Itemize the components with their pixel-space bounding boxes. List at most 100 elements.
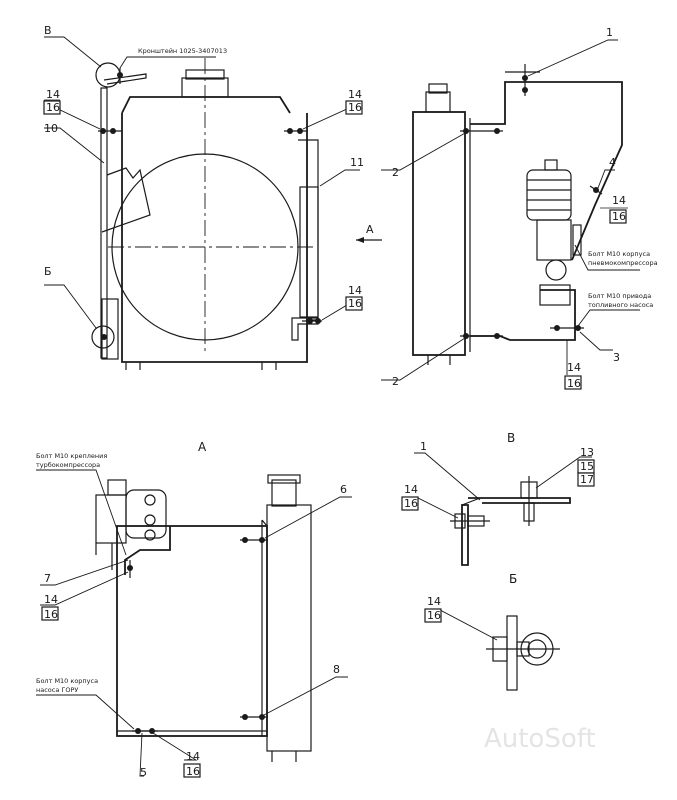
- watermark: AutoSoft: [484, 724, 596, 754]
- leader-14-16-f: [40, 571, 129, 606]
- leader-4: [597, 169, 615, 189]
- leader-v-1: [414, 452, 481, 501]
- leader-7: [40, 559, 129, 586]
- view-v-16-box: [401, 496, 419, 511]
- view-v-label-17: 17: [580, 473, 594, 486]
- shield-item-10: [101, 167, 151, 233]
- view-a-16-f: 16: [44, 608, 58, 621]
- leader-11: [319, 169, 360, 187]
- label-a-arrow: А: [366, 223, 374, 236]
- view-a-bolt-6: [240, 537, 268, 543]
- view-a-16-g-box: [183, 763, 201, 778]
- view-a-right-tank: [266, 504, 312, 752]
- front-14-c: 14: [348, 284, 362, 297]
- side-16-e-box: [564, 375, 582, 390]
- left-bracket-top: [103, 73, 147, 85]
- label-2a: 2: [392, 166, 399, 179]
- side-bolt-lower: [550, 325, 584, 331]
- note-gor-l2: насоса ГОРУ: [36, 686, 78, 694]
- view-a-bolt-7: [127, 560, 133, 578]
- side-view: [381, 39, 640, 381]
- leader-8: [263, 676, 348, 716]
- turbocharger: [95, 479, 167, 570]
- side-16-d-box: [609, 209, 627, 224]
- label-8: 8: [333, 663, 340, 676]
- side-16-e: 16: [567, 377, 581, 390]
- label-7: 7: [44, 572, 51, 585]
- label-4: 4: [609, 156, 616, 169]
- leader-bracket-note: [119, 56, 216, 69]
- leader-5: [139, 732, 144, 777]
- view-v-label-1: 1: [420, 440, 427, 453]
- side-radiator-core: [412, 111, 466, 356]
- leader-v-main: [44, 36, 102, 68]
- front-16-a: 16: [46, 101, 60, 114]
- front-14-b: 14: [348, 88, 362, 101]
- side-14-d: 14: [612, 194, 626, 207]
- view-a-upper-bracket: [124, 526, 171, 575]
- view-a-16-f-box: [41, 606, 59, 621]
- view-b-label-14: 14: [427, 595, 441, 608]
- leader-1: [527, 39, 618, 77]
- label-v-main: В: [44, 24, 52, 37]
- label-5: 5: [140, 766, 147, 779]
- view-a-14-f: 14: [44, 593, 58, 606]
- front-16-b-box: [345, 100, 363, 115]
- view-v-bracket: [461, 504, 469, 566]
- leader-note-fuelpump: [577, 309, 640, 327]
- side-bolt-right: [589, 185, 603, 195]
- front-16-c: 16: [348, 297, 362, 310]
- label-11: 11: [350, 156, 364, 169]
- side-bolt-top-2: [522, 64, 528, 96]
- leader-6: [264, 496, 352, 539]
- leader-14-16-g: [152, 732, 198, 761]
- right-shield-inner: [299, 186, 319, 318]
- left-side-shield: [100, 87, 108, 359]
- view-v-detail: [404, 452, 592, 566]
- bracket-note: Кронштейн 1025-3407013: [138, 47, 227, 55]
- label-3: 3: [613, 351, 620, 364]
- front-radiator-foot-left: [125, 362, 141, 370]
- detail-b-circle: [91, 325, 115, 349]
- note-turbo-l1: Болт М10 крепления: [36, 452, 107, 460]
- side-16-d: 16: [612, 210, 626, 223]
- front-bolt-top-right: [284, 128, 308, 134]
- side-lower-block: [539, 284, 571, 306]
- leader-3: [579, 331, 613, 351]
- front-radiator-foot-right: [261, 362, 277, 370]
- side-upper-bracket: [470, 81, 623, 261]
- view-a-bottom-fitting: [271, 751, 297, 762]
- side-bolt-bottom-1: [460, 333, 503, 339]
- view-v-label-16: 16: [404, 497, 418, 510]
- view-b-detail: [425, 609, 560, 691]
- front-bolt-lower-left: [101, 334, 107, 340]
- label-6: 6: [340, 483, 347, 496]
- note-fuelpump-l1: Болт М10 привода: [588, 292, 651, 300]
- view-v-17-box: [577, 472, 595, 487]
- note-compressor-l1: Болт М10 корпуса: [588, 250, 650, 258]
- front-bolt-bracket-top: [117, 68, 123, 84]
- front-14-a: 14: [46, 88, 60, 101]
- view-a-radiator: [116, 525, 268, 737]
- view-v-angle: [461, 497, 481, 506]
- view-b-label-16: 16: [427, 609, 441, 622]
- note-compressor-l2: пневмокомпрессора: [588, 259, 658, 267]
- front-view: [44, 36, 361, 370]
- leader-gor-note: [36, 694, 135, 730]
- side-bolt-top-1: [460, 128, 503, 134]
- label-2b: 2: [392, 375, 399, 388]
- front-16-b: 16: [348, 101, 362, 114]
- leader-2b: [381, 337, 466, 381]
- front-top-tank: [121, 96, 291, 114]
- note-gor-l1: Болт М10 корпуса: [36, 677, 98, 685]
- leader-b-main: [44, 284, 97, 329]
- front-bolt-lower-right: [302, 318, 322, 324]
- side-14-e: 14: [567, 361, 581, 374]
- lower-left-bracket: [101, 298, 119, 360]
- view-a-arrow: [356, 237, 382, 243]
- view-a-16-g: 16: [186, 765, 200, 778]
- label-10: 10: [44, 122, 58, 135]
- view-a: [36, 469, 352, 777]
- view-v-title: В: [507, 431, 515, 445]
